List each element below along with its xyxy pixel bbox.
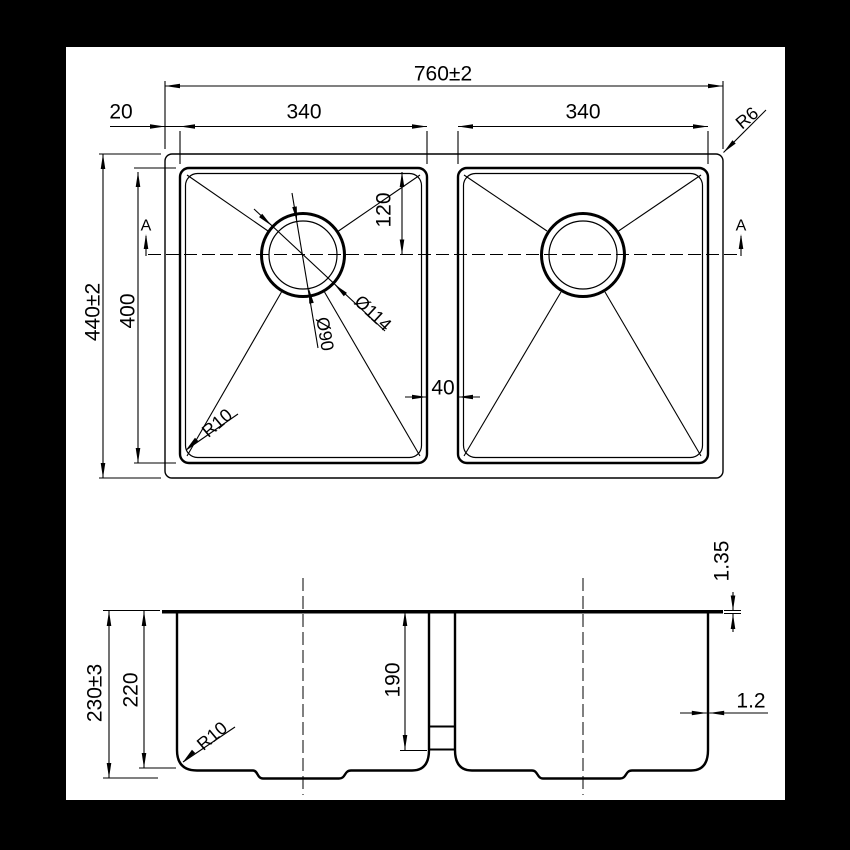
bowl-left-inner (184, 172, 423, 459)
section-marker-right: A (736, 218, 747, 235)
dim-divider-width-label: 40 (431, 377, 454, 400)
bowl-left-outer (178, 166, 429, 465)
crease-lines (186, 174, 702, 457)
dim-overall-height-label: 230±3 (84, 664, 107, 722)
dim-drain-offset-label: 120 (373, 192, 396, 227)
section-left-bowl-profile (175, 613, 431, 780)
section-arrowheads (106, 595, 736, 778)
dim-wall-thickness-label: 1.2 (736, 690, 765, 713)
divider-webs (429, 725, 455, 751)
dim-inner-height-label: 220 (120, 672, 143, 707)
section-dimension-lines (103, 592, 768, 779)
dim-overall-depth-label: 440±2 (82, 283, 105, 341)
section-right-bowl-profile (453, 613, 710, 780)
section-flange (162, 610, 723, 614)
dim-bowl-width-right-label: 340 (565, 101, 600, 124)
plan-arrowheads (100, 83, 744, 478)
bowl-right-outer (456, 166, 710, 465)
dim-flange-thickness-label: 1.35 (711, 541, 734, 582)
dim-rim-label: 20 (109, 101, 132, 124)
dim-divider-height-label: 190 (382, 662, 405, 697)
dim-bowl-depth-label: 400 (117, 293, 140, 328)
section-marker-left: A (141, 218, 152, 235)
drawing-sheet (66, 47, 785, 800)
section-view: 230±3 220 190 1.35 1.2 R10 (84, 541, 768, 795)
sink-outline (164, 153, 724, 479)
dim-overall-width-label: 760±2 (414, 63, 472, 86)
plan-dimension-lines (99, 81, 767, 479)
bowl-right-inner (462, 172, 704, 459)
dim-bowl-width-left-label: 340 (286, 101, 321, 124)
